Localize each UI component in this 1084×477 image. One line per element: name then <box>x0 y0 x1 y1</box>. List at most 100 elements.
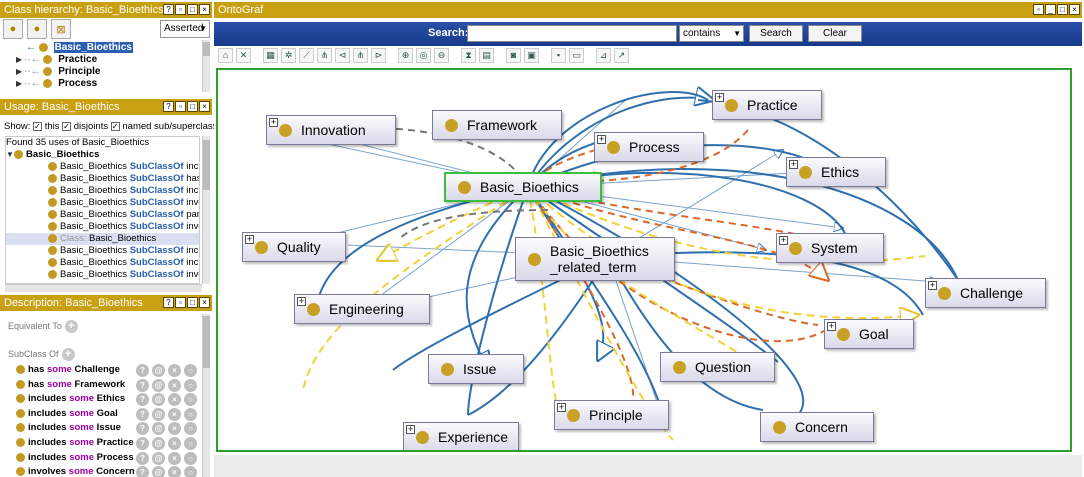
expand-node-icon[interactable]: + <box>245 234 254 244</box>
help-icon[interactable]: ? <box>163 101 174 112</box>
radial-layout-icon[interactable]: ✲ <box>281 48 296 63</box>
usage-row[interactable]: Basic_Bioethics SubClassOf involve <box>6 269 199 281</box>
search-input[interactable] <box>467 25 677 42</box>
subclass-of-row[interactable]: includes some Process <box>16 452 134 463</box>
subclass-of-row[interactable]: includes some Practice <box>16 437 134 448</box>
zoom-out-icon[interactable]: ⊖ <box>434 48 449 63</box>
node-basic-bioethics[interactable]: Basic_Bioethics <box>444 172 602 202</box>
zoom-in-icon[interactable]: ⊕ <box>398 48 413 63</box>
explain-icon[interactable]: ? <box>136 437 149 450</box>
scrollbar-thumb[interactable] <box>203 42 210 56</box>
annotate-icon[interactable]: @ <box>152 378 165 392</box>
node-issue[interactable]: Issue <box>428 354 524 384</box>
annotate-icon[interactable]: @ <box>152 422 165 436</box>
expand-triangle-icon[interactable]: ▶ <box>16 55 23 64</box>
expand-node-icon[interactable]: + <box>557 402 566 412</box>
annotate-icon[interactable]: @ <box>152 451 165 465</box>
node-experience[interactable]: +Experience <box>403 422 519 450</box>
tree-layout-vertical-icon[interactable]: ⋔ <box>317 48 332 63</box>
expand-node-icon[interactable]: + <box>789 159 798 169</box>
maximize-icon[interactable]: □ <box>187 4 198 15</box>
expand-node-icon[interactable]: + <box>597 134 606 144</box>
maximize-icon[interactable]: □ <box>1057 4 1068 15</box>
search-button[interactable]: Search <box>749 25 803 42</box>
subclass-of-row[interactable]: involves some Concern <box>16 466 135 477</box>
close-icon[interactable]: × <box>199 297 210 308</box>
close-icon[interactable]: × <box>199 4 210 15</box>
delete-icon[interactable]: × <box>168 393 181 407</box>
image-export-icon[interactable]: ▣ <box>524 48 539 63</box>
edit-icon[interactable]: ○ <box>184 378 197 392</box>
node-engineering[interactable]: +Engineering <box>294 294 430 324</box>
maximize-icon[interactable]: □ <box>187 297 198 308</box>
usage-row[interactable]: Basic_Bioethics SubClassOf include <box>6 185 199 197</box>
checkbox-this[interactable]: ✓ <box>33 121 43 131</box>
usage-row[interactable]: Basic_Bioethics SubClassOf involve <box>6 221 199 233</box>
tree-layout-left-icon[interactable]: ⊲ <box>335 48 350 63</box>
node-principle[interactable]: +Principle <box>554 400 669 430</box>
scrollbar-thumb[interactable] <box>203 140 210 190</box>
camera-icon[interactable]: ◙ <box>506 48 521 63</box>
annotate-icon[interactable]: @ <box>152 437 165 450</box>
filter-nodes-icon[interactable]: ▤ <box>479 48 494 63</box>
close-icon[interactable]: × <box>1069 4 1080 15</box>
usage-row[interactable]: Basic_Bioethics SubClassOf include <box>6 245 199 257</box>
node-system[interactable]: +System <box>776 233 884 263</box>
tree-item-process[interactable]: ▶··← Process <box>16 78 98 89</box>
open-folder-icon[interactable]: ▭ <box>569 48 584 63</box>
restore-icon[interactable]: ▫ <box>175 4 186 15</box>
minimize-icon[interactable]: _ <box>1045 4 1056 15</box>
expand-node-icon[interactable]: + <box>297 296 306 306</box>
explain-icon[interactable]: ? <box>136 407 149 421</box>
description-scrollbar[interactable] <box>202 314 210 477</box>
tree-layout-down-icon[interactable]: ⋔ <box>353 48 368 63</box>
explain-icon[interactable]: ? <box>136 422 149 436</box>
usage-root[interactable]: ▼Basic_Bioethics <box>6 149 199 161</box>
delete-icon[interactable]: × <box>168 466 181 477</box>
edit-icon[interactable]: ○ <box>184 437 197 450</box>
tree-item-practice[interactable]: ▶··← Practice <box>16 54 98 65</box>
tree-layout-right-icon[interactable]: ⊳ <box>371 48 386 63</box>
delete-icon[interactable]: × <box>168 437 181 450</box>
delete-icon[interactable]: × <box>168 364 181 377</box>
usage-row[interactable]: Basic_Bioethics SubClassOf involve <box>6 197 199 209</box>
usage-row-class-declaration[interactable]: Class: Basic_Bioethics <box>6 233 199 245</box>
graph-canvas[interactable]: +Practice +Innovation Framework +Process… <box>216 68 1072 452</box>
explain-icon[interactable]: ? <box>136 393 149 407</box>
subclass-of-row[interactable]: includes some Ethics <box>16 393 125 404</box>
annotate-icon[interactable]: @ <box>152 364 165 377</box>
delete-icon[interactable]: × <box>168 378 181 392</box>
close-icon[interactable]: × <box>199 101 210 112</box>
delete-icon[interactable]: × <box>168 407 181 421</box>
annotate-icon[interactable]: @ <box>152 407 165 421</box>
node-innovation[interactable]: +Innovation <box>266 115 396 145</box>
node-process[interactable]: +Process <box>594 132 704 162</box>
annotate-icon[interactable]: @ <box>152 393 165 407</box>
delete-icon[interactable]: × <box>168 451 181 465</box>
tree-item-basic-bioethics[interactable]: ← Basic_Bioethics <box>26 42 133 53</box>
help-icon[interactable]: ? <box>163 4 174 15</box>
node-basic-bioethics-related-term[interactable]: Basic_Bioethics_related_term <box>515 237 675 281</box>
checkbox-disjoints[interactable]: ✓ <box>62 121 72 131</box>
help-icon[interactable]: ? <box>163 297 174 308</box>
subclass-of-row[interactable]: includes some Goal <box>16 408 118 419</box>
filter-arcs-icon[interactable]: ⧗ <box>461 48 476 63</box>
expand-node-icon[interactable]: + <box>779 235 788 245</box>
spring-layout-icon[interactable]: ⟋ <box>299 48 314 63</box>
save-icon[interactable]: ▪ <box>551 48 566 63</box>
usage-row[interactable]: Basic_Bioethics SubClassOf has so <box>6 173 199 185</box>
expand-node-icon[interactable]: + <box>406 424 415 434</box>
clear-button[interactable]: Clear <box>808 25 862 42</box>
delete-class-icon[interactable]: ⊠ <box>51 19 71 39</box>
edit-icon[interactable]: ○ <box>184 393 197 407</box>
add-subclass-of-icon[interactable]: + <box>61 348 75 361</box>
expand-triangle-icon[interactable]: ▶ <box>16 79 23 88</box>
subclass-of-row[interactable]: has some Framework <box>16 379 125 390</box>
hierarchy-mode-select[interactable]: Asserted ▼ <box>160 20 210 38</box>
node-framework[interactable]: Framework <box>432 110 562 140</box>
maximize-icon[interactable]: □ <box>187 101 198 112</box>
edit-icon[interactable]: ○ <box>184 364 197 377</box>
usage-row[interactable]: Basic_Bioethics SubClassOf include <box>6 257 199 269</box>
restore-icon[interactable]: ▫ <box>1033 4 1044 15</box>
expand-node-icon[interactable]: + <box>269 117 278 127</box>
